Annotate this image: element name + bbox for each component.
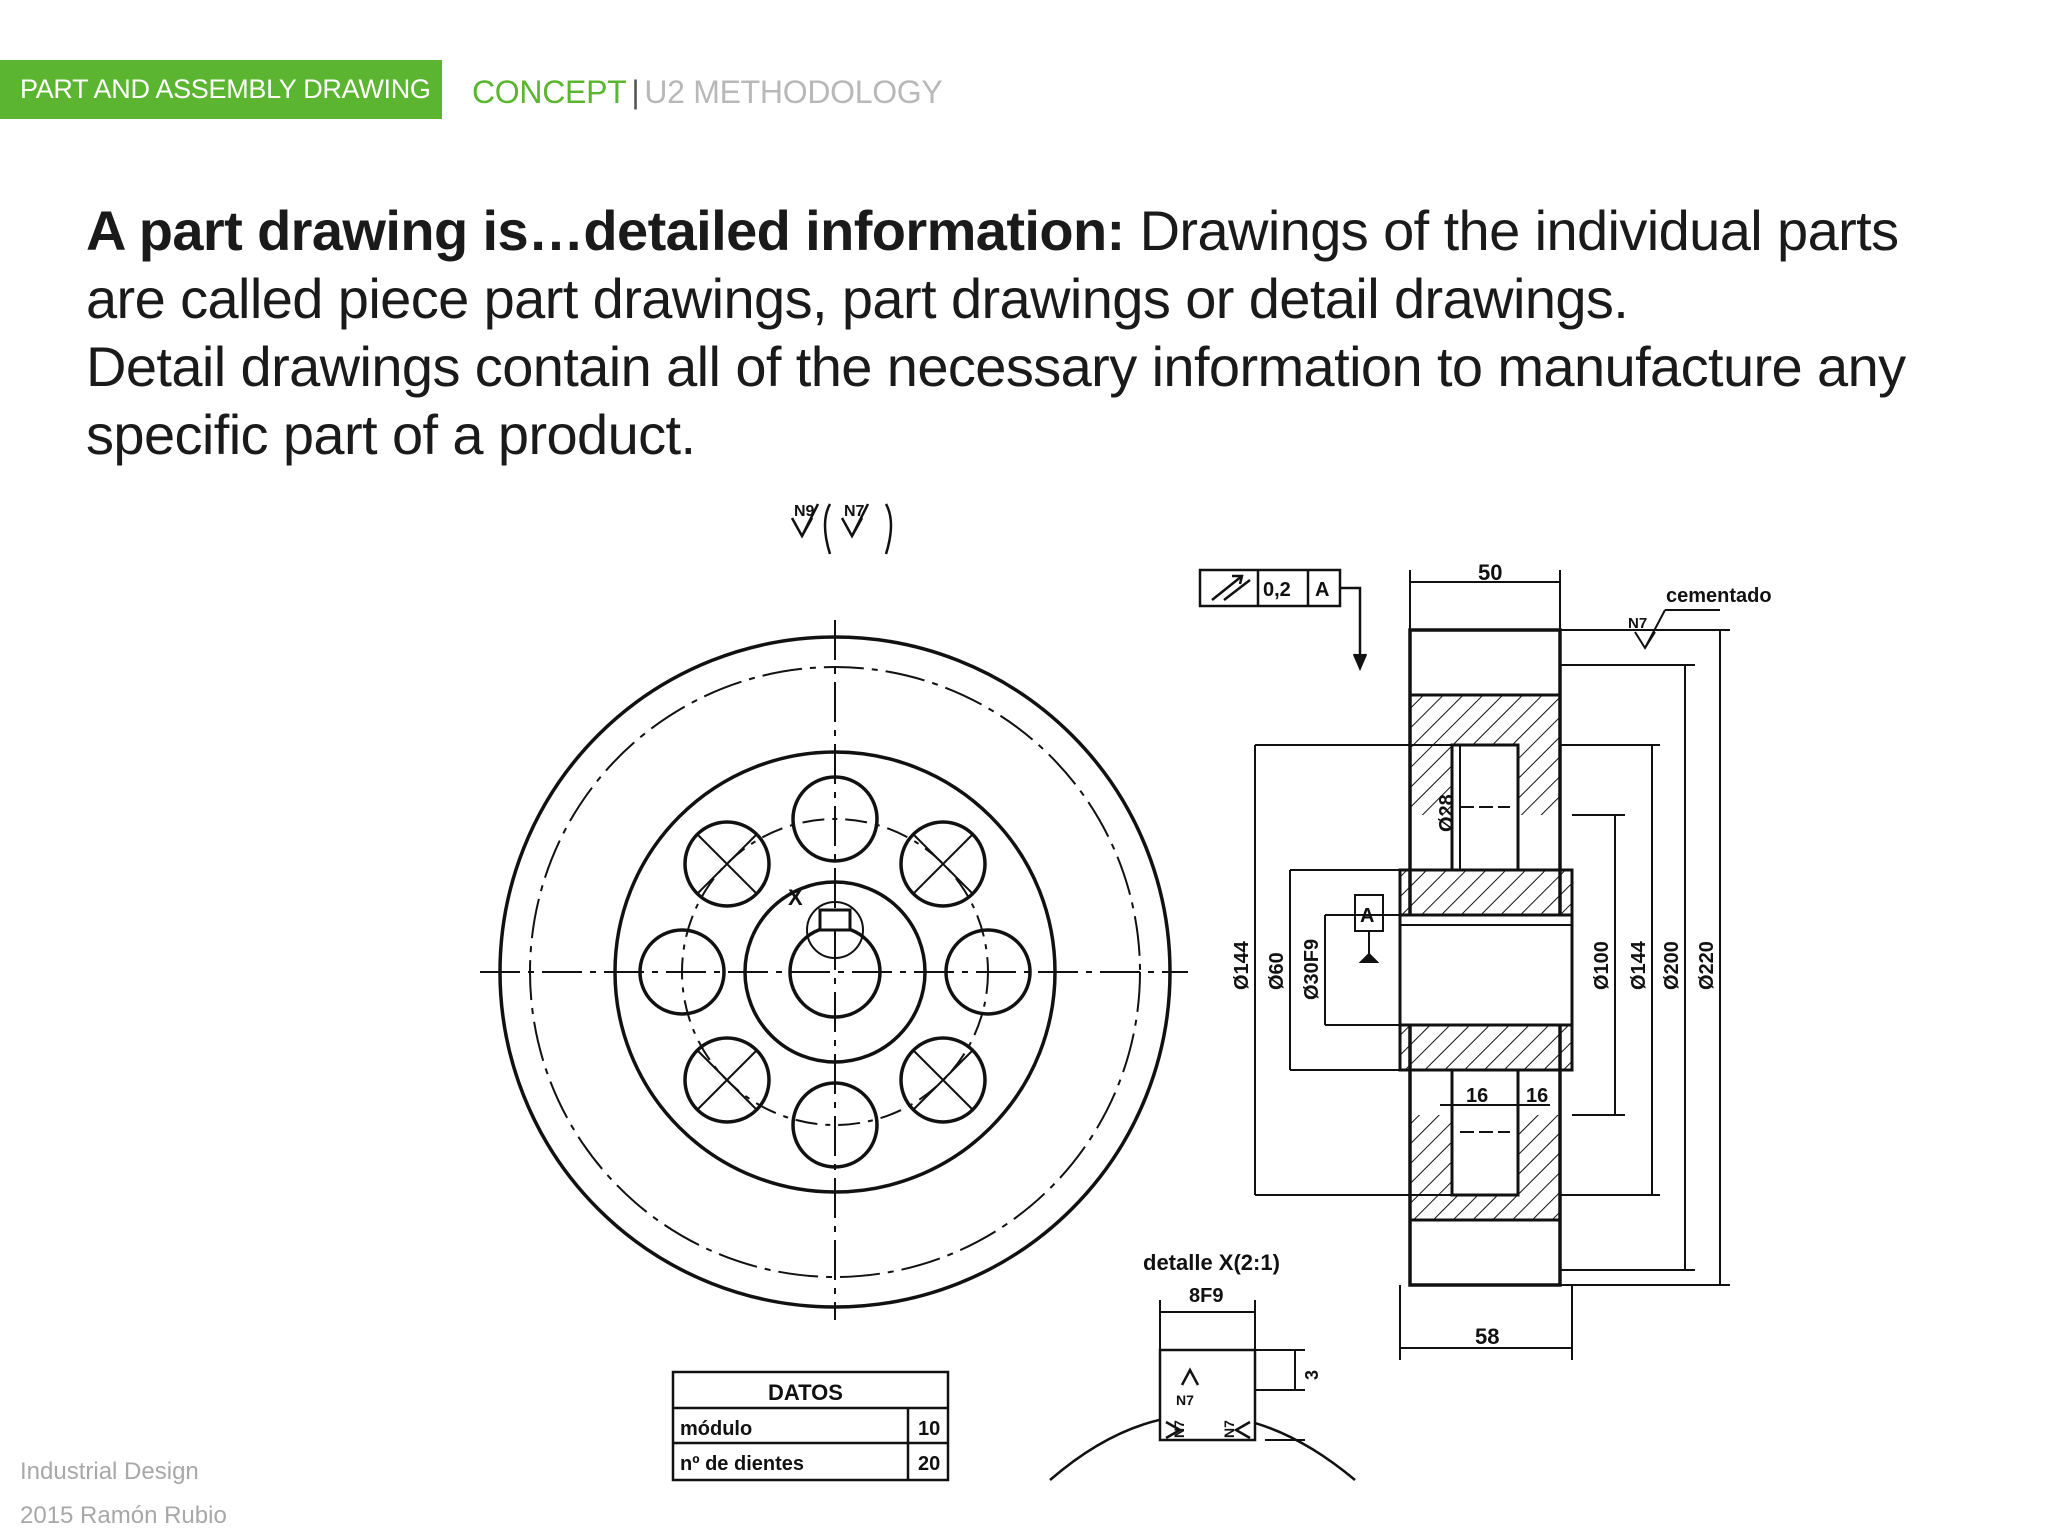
tolerance-value: 0,2 xyxy=(1263,579,1291,601)
table-title: DATOS xyxy=(768,1380,843,1405)
detail-n7-top: N7 xyxy=(1176,1392,1194,1408)
dim-d144-right: Ø144 xyxy=(1628,940,1650,990)
paragraph-detail: Detail drawings contain all of the neces… xyxy=(86,335,1906,466)
dim-hole-d28: Ø28 xyxy=(1436,794,1458,832)
finish-n7: N7 xyxy=(844,503,865,520)
crumb-methodology[interactable]: U2 METHODOLOGY xyxy=(644,74,943,110)
detail-n7-left: N7 xyxy=(1171,1420,1187,1438)
tolerance-datum: A xyxy=(1315,579,1329,601)
dim-d30f9: Ø30F9 xyxy=(1301,939,1323,1000)
lead-bold: A part drawing is…detailed information: xyxy=(86,199,1125,262)
center-mark-x: X xyxy=(788,885,803,910)
table-row-value: 20 xyxy=(918,1453,940,1475)
dim-width-bottom: 58 xyxy=(1475,1324,1499,1349)
gear-front-view xyxy=(480,620,1188,1320)
keyway-detail xyxy=(1049,1300,1356,1481)
detail-n7-right: N7 xyxy=(1221,1420,1237,1438)
dim-d144-left: Ø144 xyxy=(1231,940,1253,990)
dim-web-right: 16 xyxy=(1526,1085,1548,1107)
table-row-value: 10 xyxy=(918,1418,940,1440)
detail-depth: 3 xyxy=(1302,1370,1322,1380)
dim-d100: Ø100 xyxy=(1591,941,1613,990)
breadcrumb: CONCEPT|U2 METHODOLOGY xyxy=(472,74,943,111)
dim-width-top: 50 xyxy=(1478,560,1502,585)
finish-n9: N9 xyxy=(794,503,815,520)
crumb-concept[interactable]: CONCEPT xyxy=(472,74,627,110)
table-row-label: nº de dientes xyxy=(680,1453,804,1475)
footer-course: Industrial Design xyxy=(20,1458,199,1485)
dim-web-left: 16 xyxy=(1466,1085,1488,1107)
crumb-separator: | xyxy=(631,74,640,110)
data-table xyxy=(671,1370,950,1482)
dimension-lines xyxy=(1254,570,1730,1360)
detail-keyway: 8F9 xyxy=(1189,1285,1223,1307)
section-tag: PART AND ASSEMBLY DRAWING xyxy=(0,60,442,119)
part-drawing: N9 N7 X xyxy=(480,503,1772,1482)
dim-d220: Ø220 xyxy=(1696,941,1718,990)
finish-n7-right: N7 xyxy=(1628,615,1647,632)
gear-section-view xyxy=(1398,628,1574,1287)
note-cementado: cementado xyxy=(1666,585,1772,607)
dim-d60: Ø60 xyxy=(1266,952,1288,990)
dim-d200: Ø200 xyxy=(1661,941,1683,990)
paragraph-definition: A part drawing is…detailed information: … xyxy=(86,197,1926,333)
table-row-label: módulo xyxy=(680,1418,752,1440)
footer-author: 2015 Ramón Rubio xyxy=(20,1502,227,1529)
lead-rest: Drawings of the individual parts are cal… xyxy=(86,199,1899,330)
slide-body: A part drawing is…detailed information: … xyxy=(86,197,1926,469)
surface-finish-mark: N9 N7 xyxy=(790,503,893,555)
detail-title: detalle X(2:1) xyxy=(1143,1250,1280,1275)
datum-a: A xyxy=(1360,905,1374,927)
tolerance-frame xyxy=(1198,568,1368,672)
